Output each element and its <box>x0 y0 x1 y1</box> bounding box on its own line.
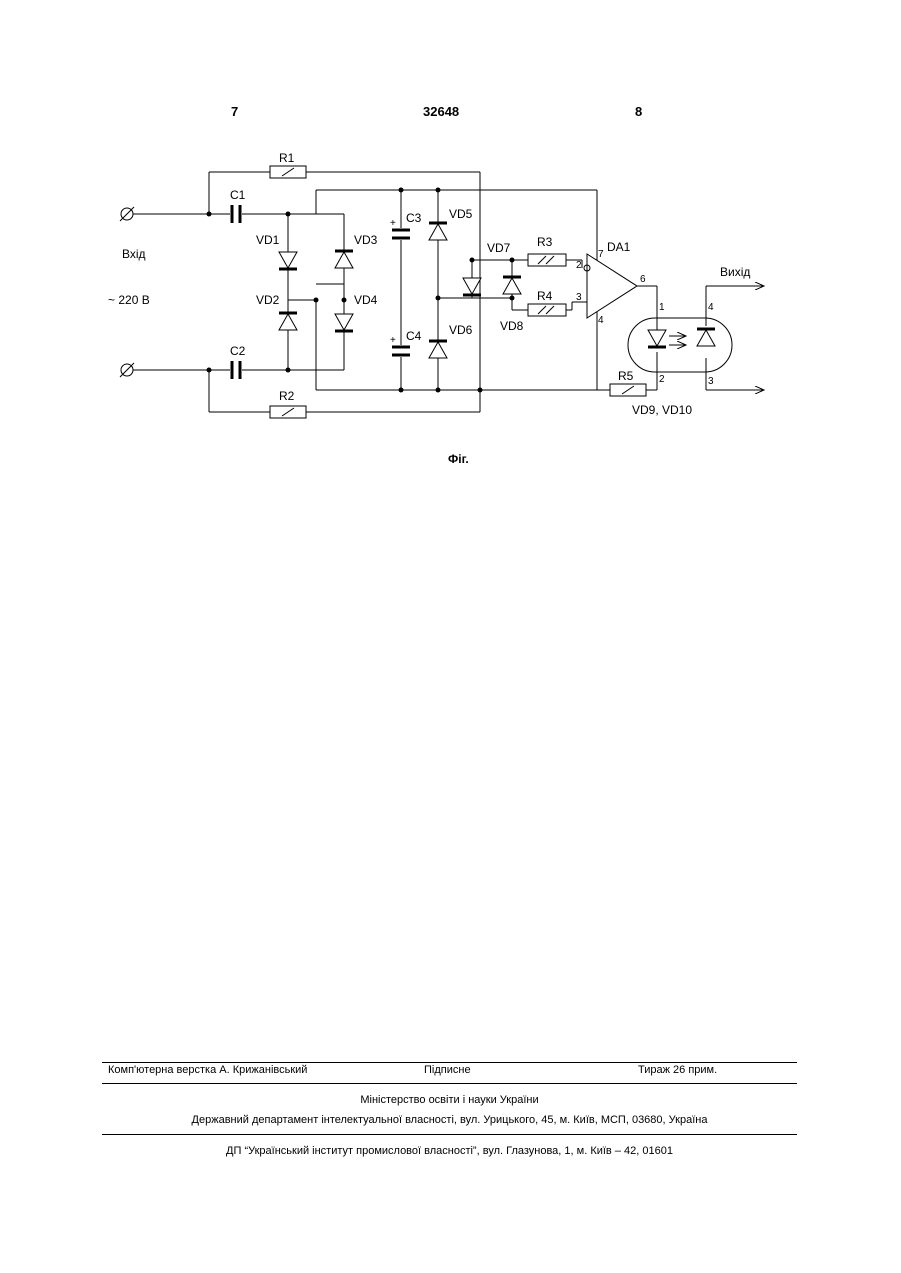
label-c4-plus: + <box>390 335 396 346</box>
label-pin-4-opamp: 4 <box>598 315 604 326</box>
label-vd5: VD5 <box>449 207 473 221</box>
label-c2: C2 <box>230 344 246 358</box>
footer-rule-bottom <box>102 1134 797 1135</box>
circuit-schematic: R1 C1 VD1 VD3 VD2 VD4 Вхід ~ 220 В C2 R2… <box>0 0 901 480</box>
label-r2: R2 <box>279 389 295 403</box>
label-pin-1: 1 <box>659 302 665 313</box>
label-vd8: VD8 <box>500 319 524 333</box>
label-pin-2-opto: 2 <box>659 374 665 385</box>
label-r3: R3 <box>537 235 553 249</box>
footer-ministry: Міністерство освіти і науки України <box>102 1094 797 1106</box>
label-pin-4-opto: 4 <box>708 302 714 313</box>
label-r5: R5 <box>618 369 634 383</box>
footer-department: Державний департамент інтелектуальної вл… <box>102 1114 797 1126</box>
label-vd1: VD1 <box>256 233 280 247</box>
label-c4: C4 <box>406 329 422 343</box>
label-r1: R1 <box>279 151 295 165</box>
label-pin-3-opto: 3 <box>708 376 714 387</box>
label-vd2: VD2 <box>256 293 280 307</box>
label-c3: C3 <box>406 211 422 225</box>
label-pin-3-opamp: 3 <box>576 292 582 303</box>
label-c3-plus: + <box>390 218 396 229</box>
footer-institute: ДП “Український інститут промислової вла… <box>102 1145 797 1157</box>
label-pin-6: 6 <box>640 274 646 285</box>
label-vd6: VD6 <box>449 323 473 337</box>
label-vd7: VD7 <box>487 241 511 255</box>
figure-caption: Фіг. <box>448 452 469 466</box>
label-input: Вхід <box>122 247 146 261</box>
footer-layout-credit: Комп'ютерна верстка А. Крижанівський <box>108 1064 307 1076</box>
label-output: Вихід <box>720 265 750 279</box>
footer-circulation: Тираж 26 прим. <box>638 1064 717 1076</box>
footer-signed: Підписне <box>424 1064 471 1076</box>
label-voltage: ~ 220 В <box>108 293 150 307</box>
footer-rule-top <box>102 1062 797 1063</box>
label-pin-2-opamp: 2 <box>576 260 582 271</box>
label-optocoupler: VD9, VD10 <box>632 403 692 417</box>
label-c1: C1 <box>230 188 246 202</box>
footer-rule-middle <box>102 1083 797 1084</box>
label-pin-7: 7 <box>598 249 604 260</box>
label-r4: R4 <box>537 289 553 303</box>
label-vd4: VD4 <box>354 293 378 307</box>
label-vd3: VD3 <box>354 233 378 247</box>
label-da1: DA1 <box>607 240 631 254</box>
